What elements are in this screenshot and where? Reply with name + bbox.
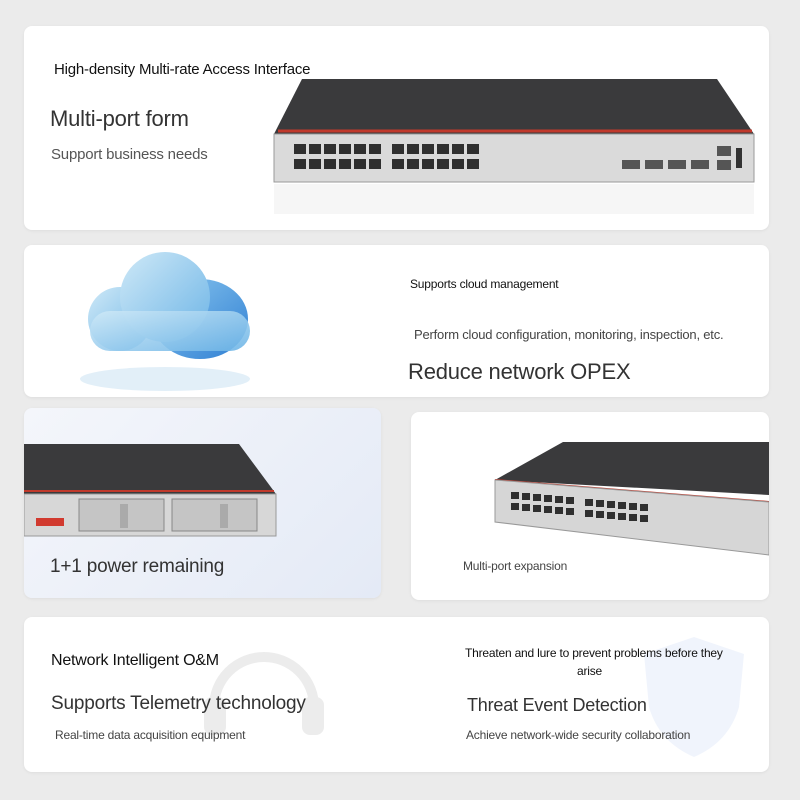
cloud-card-label: Supports cloud management — [410, 277, 559, 291]
cloud-icon — [80, 252, 250, 391]
access-card-subtitle: Support business needs — [51, 146, 208, 163]
headset-icon — [204, 652, 324, 735]
om-security-card: Network Intelligent O&M Supports Telemet… — [24, 617, 769, 772]
port-expansion-card: Multi-port expansion — [411, 412, 769, 600]
om-card-title: Supports Telemetry technology — [51, 693, 306, 714]
power-card-title: 1+1 power remaining — [50, 556, 225, 577]
access-card-label: High-density Multi-rate Access Interface — [54, 61, 311, 78]
network-switch-icon — [494, 442, 769, 556]
threat-card-label-line2: arise — [577, 664, 603, 678]
shield-icon — [644, 637, 744, 757]
om-card-subtitle: Real-time data acquisition equipment — [55, 728, 246, 742]
access-interface-card: High-density Multi-rate Access Interface… — [24, 26, 769, 230]
threat-card-label-line1: Threaten and lure to prevent problems be… — [465, 646, 723, 660]
threat-card-title: Threat Event Detection — [467, 695, 647, 715]
cloud-card-title: Reduce network OPEX — [408, 359, 631, 384]
network-switch-icon — [273, 79, 755, 214]
threat-card-subtitle: Achieve network-wide security collaborat… — [466, 728, 691, 742]
access-card-title: Multi-port form — [50, 106, 189, 131]
power-redundancy-card: 1+1 power remaining — [24, 408, 381, 598]
expansion-card-label: Multi-port expansion — [463, 559, 568, 573]
power-module-icon — [24, 444, 277, 537]
cloud-management-card: Supports cloud management Perform cloud … — [24, 245, 769, 397]
cloud-card-description: Perform cloud configuration, monitoring,… — [414, 327, 724, 342]
om-card-label: Network Intelligent O&M — [51, 652, 219, 669]
